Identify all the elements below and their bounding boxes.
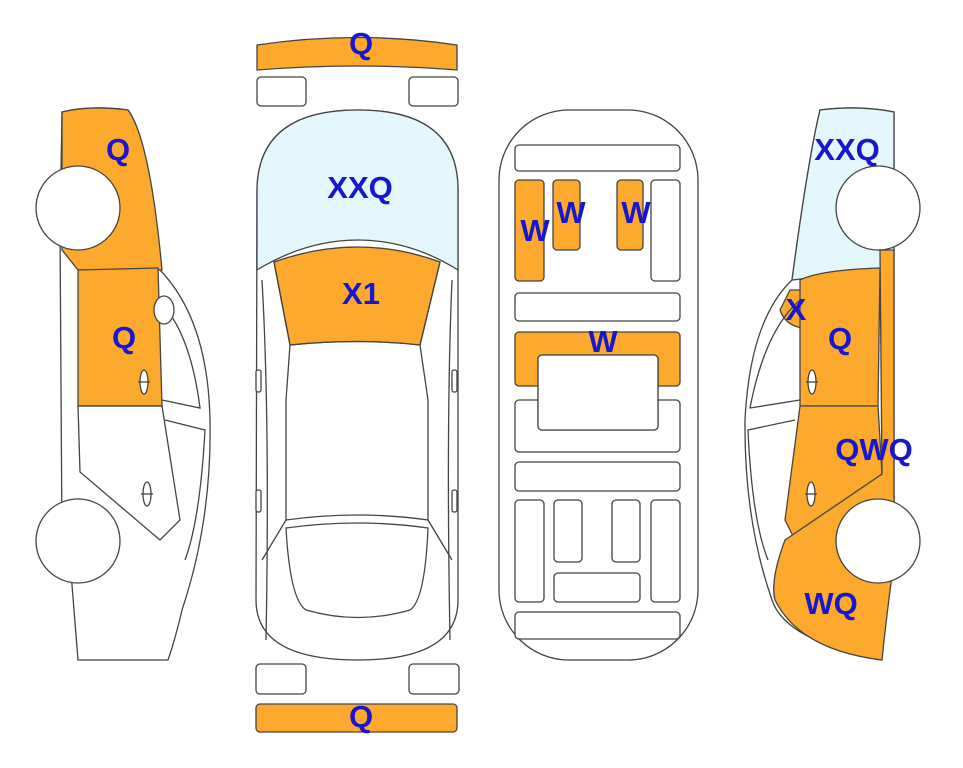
top-right-side-line bbox=[447, 279, 453, 641]
floor-rear-end bbox=[514, 611, 681, 640]
right-rear-door-handle bbox=[805, 481, 817, 507]
top-right-mirror bbox=[451, 369, 458, 393]
floor-front-right-panel bbox=[616, 179, 644, 251]
right-windshield-label: XXQ bbox=[814, 132, 879, 167]
hood-label: X1 bbox=[342, 276, 380, 311]
left-rear-door-handle bbox=[141, 481, 153, 507]
floor-rear-crossmember bbox=[514, 461, 681, 492]
front-bumper-panel bbox=[256, 36, 458, 71]
right-window-line bbox=[749, 299, 801, 409]
floor-rear-left-rail bbox=[514, 499, 545, 603]
floor-rear-right-rail bbox=[650, 499, 681, 603]
windshield-panel bbox=[256, 109, 459, 272]
right-front-door-handle bbox=[806, 369, 818, 395]
right-rear-wheel bbox=[835, 498, 921, 584]
floor-front-crossmember bbox=[514, 144, 681, 172]
top-left-pillar-line bbox=[261, 261, 291, 561]
top-rear-window bbox=[285, 522, 429, 619]
right-side-view bbox=[744, 107, 921, 661]
floor-front-right-rail bbox=[650, 179, 681, 282]
floor-front-center-label: W bbox=[556, 195, 586, 230]
left-rear-wheel bbox=[35, 498, 121, 584]
floor-front-right-label: W bbox=[621, 195, 651, 230]
right-rear-door-label: QWQ bbox=[835, 432, 913, 467]
left-mirror bbox=[153, 295, 175, 325]
left-front-fender-label: Q bbox=[106, 132, 130, 167]
top-left-mirror bbox=[255, 369, 262, 393]
floor-spare-box bbox=[553, 572, 641, 603]
floor-rear-right-box bbox=[611, 499, 641, 563]
left-front-door-handle bbox=[138, 369, 150, 395]
floor-front-center-panel bbox=[552, 179, 581, 251]
floor-second-crossmember bbox=[514, 292, 681, 322]
floor-middle-label: W bbox=[588, 324, 618, 359]
top-left-side-line bbox=[261, 279, 268, 641]
left-rear-door-outline bbox=[77, 405, 181, 541]
rear-left-light bbox=[255, 663, 307, 695]
top-view bbox=[255, 36, 460, 733]
left-front-wheel bbox=[35, 165, 121, 251]
front-left-light bbox=[256, 76, 307, 107]
damage-labels: Q XXQ X1 Q Q Q W W W W XXQ X Q QWQ WQ bbox=[106, 26, 913, 734]
floor-view bbox=[498, 109, 699, 661]
left-window-line-rear bbox=[164, 419, 206, 561]
floor-center-tunnel-top bbox=[537, 354, 659, 431]
top-left-handle bbox=[255, 489, 262, 513]
floor-front-left-label: W bbox=[520, 213, 550, 248]
left-side-view bbox=[35, 107, 211, 661]
right-window-line-rear bbox=[747, 419, 796, 561]
right-front-door-panel bbox=[799, 267, 881, 407]
windshield-label: XXQ bbox=[327, 170, 392, 205]
rear-right-light bbox=[408, 663, 460, 695]
floor-rear-left-box bbox=[553, 499, 583, 563]
front-right-light bbox=[408, 76, 459, 107]
rear-bumper-panel bbox=[255, 703, 458, 733]
floor-front-left-panel bbox=[514, 179, 545, 282]
right-front-wheel bbox=[835, 165, 921, 251]
left-front-door-label: Q bbox=[112, 320, 136, 355]
rear-bumper-label: Q bbox=[349, 699, 373, 734]
right-a-pillar-label: X bbox=[786, 292, 807, 327]
top-right-pillar-line bbox=[419, 261, 453, 561]
right-front-door-label: Q bbox=[828, 321, 852, 356]
front-bumper-label: Q bbox=[349, 26, 373, 61]
top-right-handle bbox=[451, 489, 458, 513]
right-rear-quarter-label: WQ bbox=[804, 586, 857, 621]
